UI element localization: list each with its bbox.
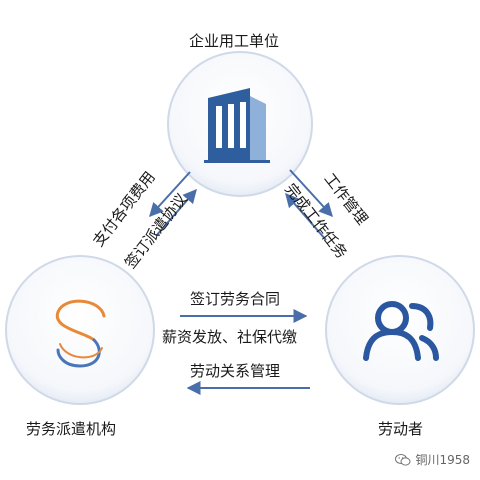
people-icon bbox=[363, 301, 439, 361]
left-node-label: 劳务派遣机构 bbox=[26, 420, 117, 438]
s-logo-icon bbox=[55, 299, 106, 368]
edge-bottom-label-2: 薪资发放、社保代缴 bbox=[162, 328, 298, 346]
building-icon bbox=[204, 88, 270, 163]
watermark: 铜川1958 bbox=[395, 451, 470, 468]
edge-bottom-label-1: 签订劳务合同 bbox=[190, 290, 281, 308]
wechat-icon bbox=[395, 453, 411, 466]
edge-right-top-arrow-inner bbox=[285, 192, 327, 241]
edge-left-top-arrow-outer bbox=[149, 171, 191, 218]
watermark-text: 铜川1958 bbox=[415, 453, 470, 467]
top-node-label: 企业用工单位 bbox=[189, 32, 280, 50]
left-node-circle bbox=[5, 255, 155, 405]
edge-left-top-arrow-inner bbox=[155, 188, 197, 237]
edge-bottom-label-3: 劳动关系管理 bbox=[190, 362, 281, 380]
right-node-label: 劳动者 bbox=[378, 420, 424, 438]
edge-right-top-arrow-outer bbox=[289, 169, 333, 218]
